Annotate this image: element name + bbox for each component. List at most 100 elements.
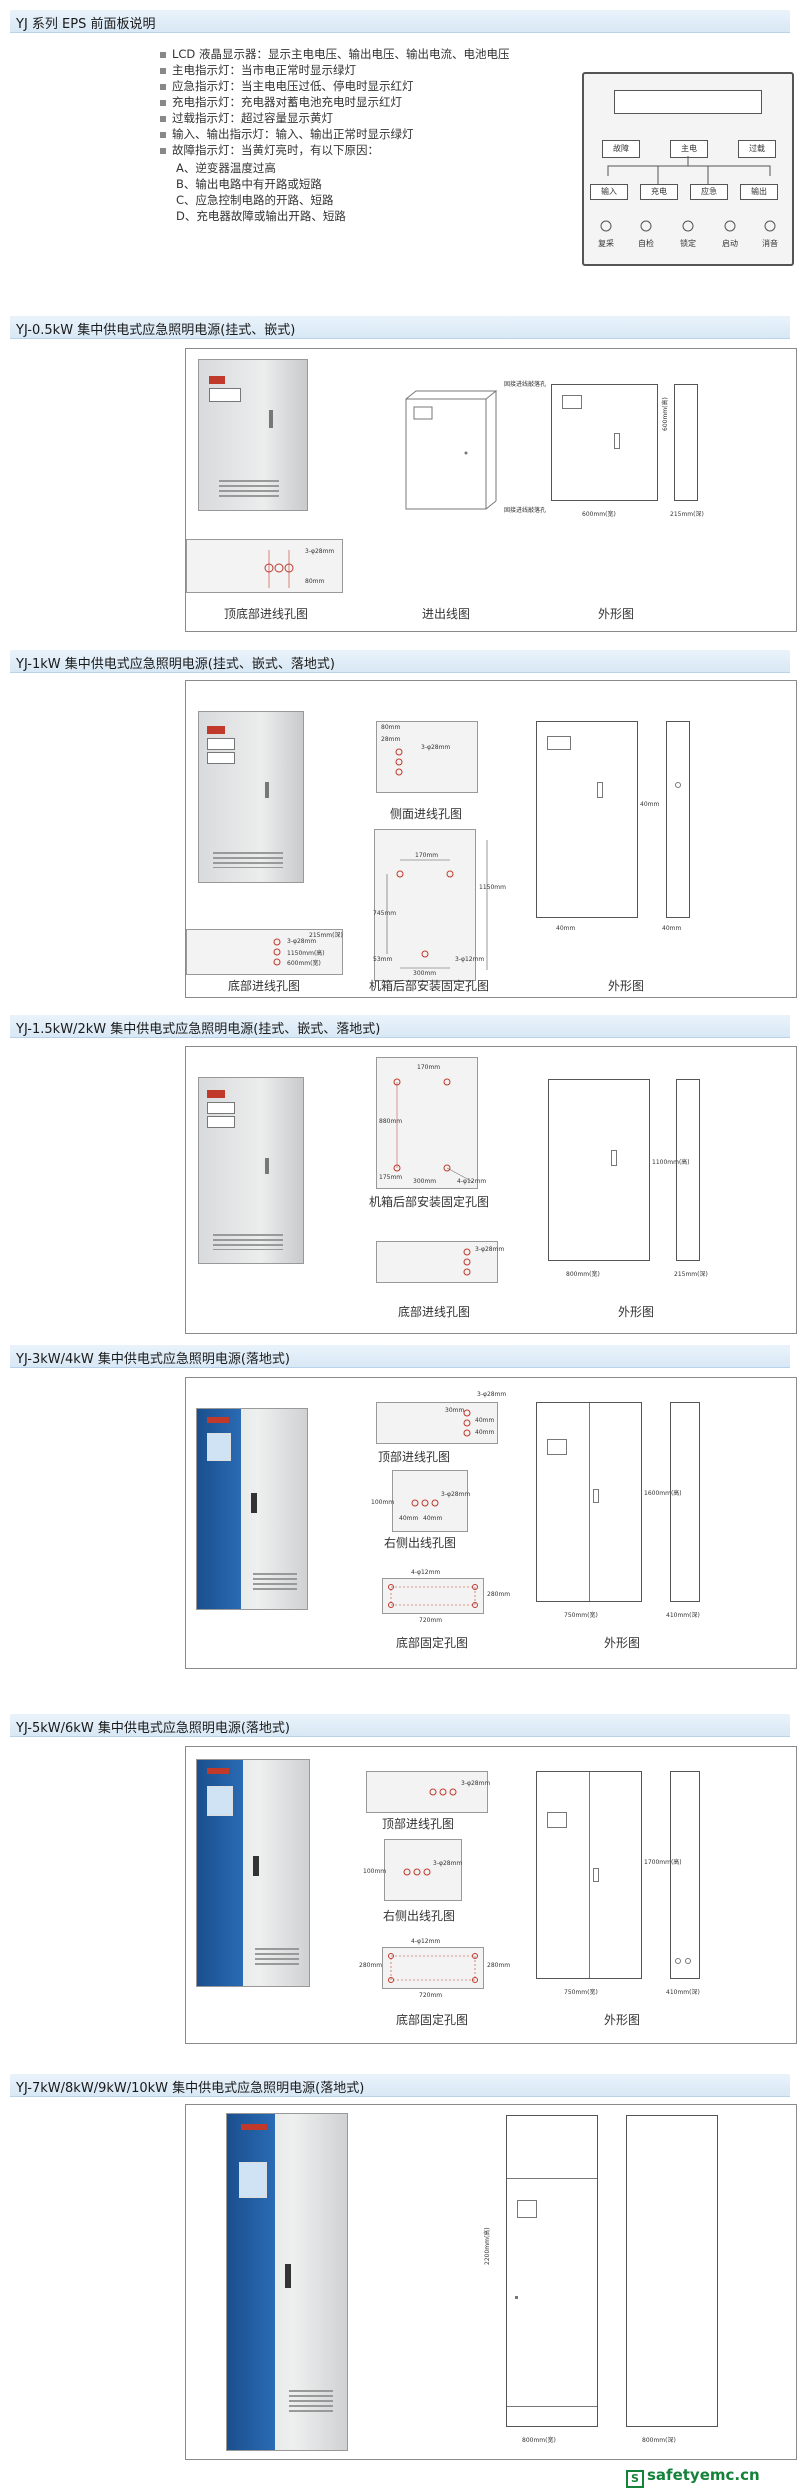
caption: 底部进线孔图 (227, 979, 300, 993)
section-title-band: YJ-1kW 集中供电式应急照明电源(挂式、嵌式、落地式) (10, 650, 790, 673)
annotation: 600mm(高) (662, 397, 669, 431)
annotation: 3-φ28mm (461, 1780, 491, 1787)
cabinet-image (198, 1077, 304, 1264)
annotation: 40mm (475, 1417, 495, 1424)
annotation: 880mm (379, 1118, 403, 1125)
outline-side (626, 2115, 718, 2427)
top-indicator: 故障 (602, 140, 640, 158)
section-panel: 3-φ28mm 顶部进线孔图 100mm 3-φ28mm 右侧出线孔图 4-φ1… (185, 1746, 797, 2044)
bottom-hole-diagram: 4-φ12mm 280mm 720mm (382, 1569, 510, 1624)
outline-front (551, 384, 658, 501)
annotation: 40mm (399, 1515, 419, 1522)
section-panel: 170mm 880mm 175mm 300mm 4-φ12mm 机箱后部安装固定… (185, 1046, 797, 1334)
caption: 底部固定孔图 (395, 1636, 468, 1650)
outline-front (536, 1771, 642, 1979)
outline-side (666, 721, 690, 918)
section-title: YJ-7kW/8kW/9kW/10kW 集中供电式应急照明电源(落地式) (16, 2081, 365, 2096)
bullet-icon (160, 131, 166, 138)
caption: 顶底部进线孔图 (223, 607, 308, 621)
annotation: 30mm (445, 1407, 465, 1414)
bullet-icon (160, 67, 166, 74)
bullet-icon (160, 51, 166, 58)
section-title: YJ-1.5kW/2kW 集中供电式应急照明电源(挂式、嵌式、落地式) (16, 1022, 381, 1037)
caption: 右侧出线孔图 (383, 1536, 456, 1550)
annotation: 1700mm(高) (644, 1859, 682, 1866)
annotation: 40mm (556, 925, 576, 932)
section-title: YJ-3kW/4kW 集中供电式应急照明电源(落地式) (16, 1352, 290, 1367)
outline-side (676, 1079, 700, 1261)
annotation: 800mm(深) (642, 2437, 676, 2444)
annotation: 720mm (419, 1992, 443, 1999)
section-panel: 3-φ28mm 1150mm(高) 600mm(宽) 215mm(深) 底部进线… (185, 680, 797, 998)
caption: 右侧出线孔图 (382, 1909, 455, 1923)
section-title-band: YJ-7kW/8kW/9kW/10kW 集中供电式应急照明电源(落地式) (10, 2074, 790, 2097)
annotation: 28mm (381, 736, 401, 743)
annotation: 720mm (419, 1617, 443, 1624)
caption: 外形图 (603, 1636, 640, 1650)
annotation: 600mm(宽) (287, 960, 321, 967)
outline-front (506, 2115, 598, 2427)
caption: 底部固定孔图 (395, 2013, 468, 2027)
annotation: 3-φ28mm (477, 1391, 507, 1398)
annotation: 4-φ12mm (457, 1178, 487, 1185)
annotation: 1600mm(高) (644, 1490, 682, 1497)
annotation: 3-φ28mm (287, 938, 317, 945)
annotation: 40mm (423, 1515, 443, 1522)
annotation: 175mm (379, 1174, 403, 1181)
annotation: 40mm (475, 1429, 495, 1436)
annotation: 2200mm(高) (484, 2227, 491, 2265)
watermark-logo-icon: S (626, 2470, 644, 2488)
caption: 外形图 (603, 2013, 640, 2027)
annotation: 750mm(宽) (564, 1989, 598, 1996)
cabinet-image (198, 711, 304, 883)
hole-diagram: 3-φ28mm 80mm (186, 539, 343, 593)
panel-button-label: 自检 (638, 239, 654, 248)
annotation: 40mm (662, 925, 682, 932)
outline-front (536, 721, 638, 918)
annotation: 410mm(深) (666, 1612, 700, 1619)
annotation: 745mm (373, 910, 397, 917)
annotation: 3-φ28mm (421, 744, 451, 751)
intro-line: 应急指示灯：当主电电压过低、停电时显示红灯 (160, 78, 414, 94)
annotation: 4-φ12mm (411, 1938, 441, 1945)
bullet-icon (160, 147, 166, 154)
intro-line: 充电指示灯：充电器对蓄电池充电时显示红灯 (160, 94, 402, 110)
section-title-band: YJ-0.5kW 集中供电式应急照明电源(挂式、嵌式) (10, 316, 790, 339)
side-hole-diagram: 100mm 3-φ28mm 40mm 40mm (371, 1470, 471, 1532)
caption: 外形图 (617, 1305, 654, 1319)
caption: 顶部进线孔图 (377, 1450, 450, 1464)
annotation: 215mm(深) (309, 932, 343, 939)
annotation: 53mm (373, 956, 393, 963)
reason-line: B、输出电路中有开路或短路 (176, 177, 322, 191)
annotation: 100mm (363, 1868, 387, 1875)
caption: 机箱后部安装固定孔图 (368, 979, 489, 993)
cabinet-image (198, 359, 308, 511)
annotation: 40mm (640, 801, 660, 808)
mount-hole-diagram: 170mm 880mm 175mm 300mm 4-φ12mm (376, 1057, 486, 1189)
annotation: 100mm (371, 1499, 395, 1506)
annotation: 1150mm (479, 884, 506, 891)
hole-diagram: 3-φ28mm 1150mm(高) 600mm(宽) 215mm(深) (186, 929, 343, 975)
panel-button-label: 锁定 (680, 239, 696, 248)
annotation: 80mm (381, 724, 401, 731)
reason-line: C、应急控制电路的开路、短路 (176, 193, 334, 207)
hole-diagram: 3-φ28mm (376, 1241, 504, 1283)
mid-indicator: 输出 (740, 184, 778, 200)
intro-line: 输入、输出指示灯：输入、输出正常时显示绿灯 (160, 126, 414, 142)
mount-hole-diagram: 170mm 745mm 1150mm 53mm 300mm 3-φ12mm (373, 829, 506, 981)
section-title-band: YJ-5kW/6kW 集中供电式应急照明电源(落地式) (10, 1714, 790, 1737)
bullet-icon (160, 99, 166, 106)
intro-line: 主电指示灯：当市电正常时显示绿灯 (160, 62, 356, 78)
caption: 外形图 (597, 607, 634, 621)
annotation: 280mm (487, 1962, 511, 1969)
section-title-band: YJ-3kW/4kW 集中供电式应急照明电源(落地式) (10, 1345, 790, 1368)
annotation: 3-φ28mm (441, 1491, 471, 1498)
caption: 底部进线孔图 (397, 1305, 470, 1319)
annotation: 750mm(宽) (564, 1612, 598, 1619)
panel-button-label: 消音 (762, 239, 778, 248)
annotation: 280mm (359, 1962, 383, 1969)
annotation: 3-φ28mm (305, 548, 335, 555)
mid-indicator: 应急 (690, 184, 728, 200)
panel-wiring (600, 156, 776, 232)
